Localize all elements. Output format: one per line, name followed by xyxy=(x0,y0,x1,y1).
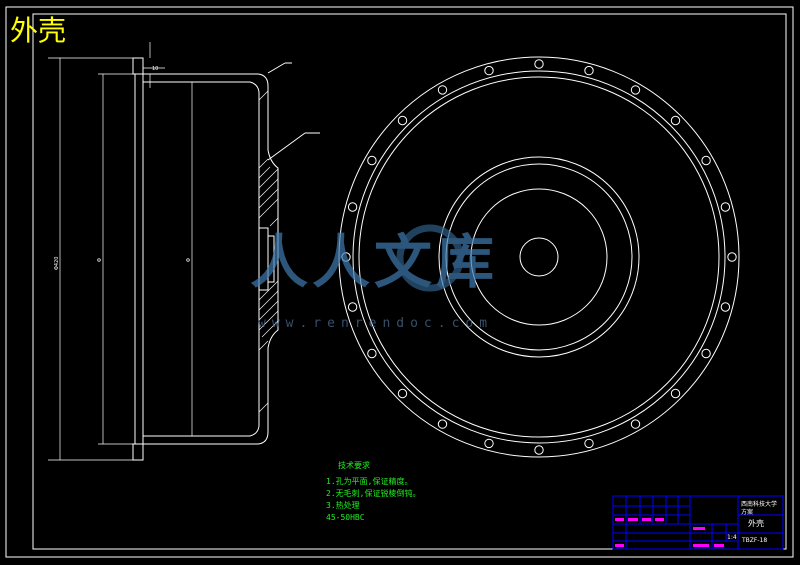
requirement-item: 45-50HBC xyxy=(326,513,365,522)
bolt-hole xyxy=(534,445,544,455)
dimension-labels: Φ420 Φ Φ 10 xyxy=(54,66,192,270)
watermark-logo: 人人文库 xyxy=(250,224,498,296)
dimension-lines xyxy=(48,42,193,461)
bolt-hole xyxy=(670,388,681,399)
bolt-hole xyxy=(437,419,448,429)
bolt-hole xyxy=(727,252,737,262)
dim-inner-diameter-2: Φ xyxy=(186,258,192,262)
bolt-hole xyxy=(630,85,641,95)
titleblock-scale: 1:4 xyxy=(727,534,737,541)
technical-requirements: 技术要求 1.孔为平面,保证精度。 2.无毛刺,保证锐棱倒钝。 3.热处理 45… xyxy=(326,460,420,524)
bolt-hole xyxy=(630,419,641,429)
section-hatching xyxy=(258,90,279,413)
titleblock-part-name: 外壳 xyxy=(748,519,764,528)
bolt-hole xyxy=(484,65,494,76)
bolt-hole xyxy=(484,438,494,449)
section-view xyxy=(132,57,320,461)
flange-top xyxy=(132,57,144,75)
inner-border xyxy=(32,13,787,550)
requirement-item: 2.无毛刺,保证锐棱倒钝。 xyxy=(326,489,421,498)
bolt-hole-pattern xyxy=(341,59,737,455)
titleblock-subtitle: 方案 xyxy=(741,509,754,516)
front-view xyxy=(338,56,740,458)
watermark-brand: 人人文库 xyxy=(250,228,498,296)
outer-border xyxy=(5,6,794,558)
bolt-hole xyxy=(720,302,731,312)
titleblock-drawing-no: TBZF-18 xyxy=(742,537,768,544)
requirement-item: 1.孔为平面,保证精度。 xyxy=(326,477,413,486)
dim-inner-diameter-1: Φ xyxy=(97,258,103,262)
bolt-hole xyxy=(341,252,351,262)
flange-bottom xyxy=(132,443,144,461)
bolt-hole xyxy=(701,348,711,359)
watermark-ring xyxy=(396,224,464,292)
bolt-hole xyxy=(584,438,594,449)
bolt-hole xyxy=(347,202,358,212)
bolt-hole xyxy=(437,85,448,95)
dim-flange-thickness: 10 xyxy=(152,66,158,72)
bolt-hole xyxy=(367,155,377,166)
bolt-hole xyxy=(534,59,544,69)
watermark-url: www.renrendoc.com xyxy=(258,316,494,331)
bolt-hole xyxy=(584,65,594,76)
requirements-heading: 技术要求 xyxy=(338,461,370,470)
title-block-accents xyxy=(615,518,724,547)
bolt-hole xyxy=(367,348,377,359)
bolt-hole xyxy=(670,115,681,126)
title-block xyxy=(612,495,784,550)
titleblock-school: 西南科技大学 xyxy=(741,501,778,508)
bolt-hole xyxy=(397,115,408,126)
bolt-hole xyxy=(347,302,358,312)
drawing-title: 外壳 xyxy=(10,14,67,47)
requirement-item: 3.热处理 xyxy=(326,501,360,510)
bolt-hole xyxy=(701,155,711,166)
dim-outer-diameter: Φ420 xyxy=(54,257,60,270)
bolt-hole xyxy=(397,388,408,399)
bolt-hole xyxy=(720,202,731,212)
